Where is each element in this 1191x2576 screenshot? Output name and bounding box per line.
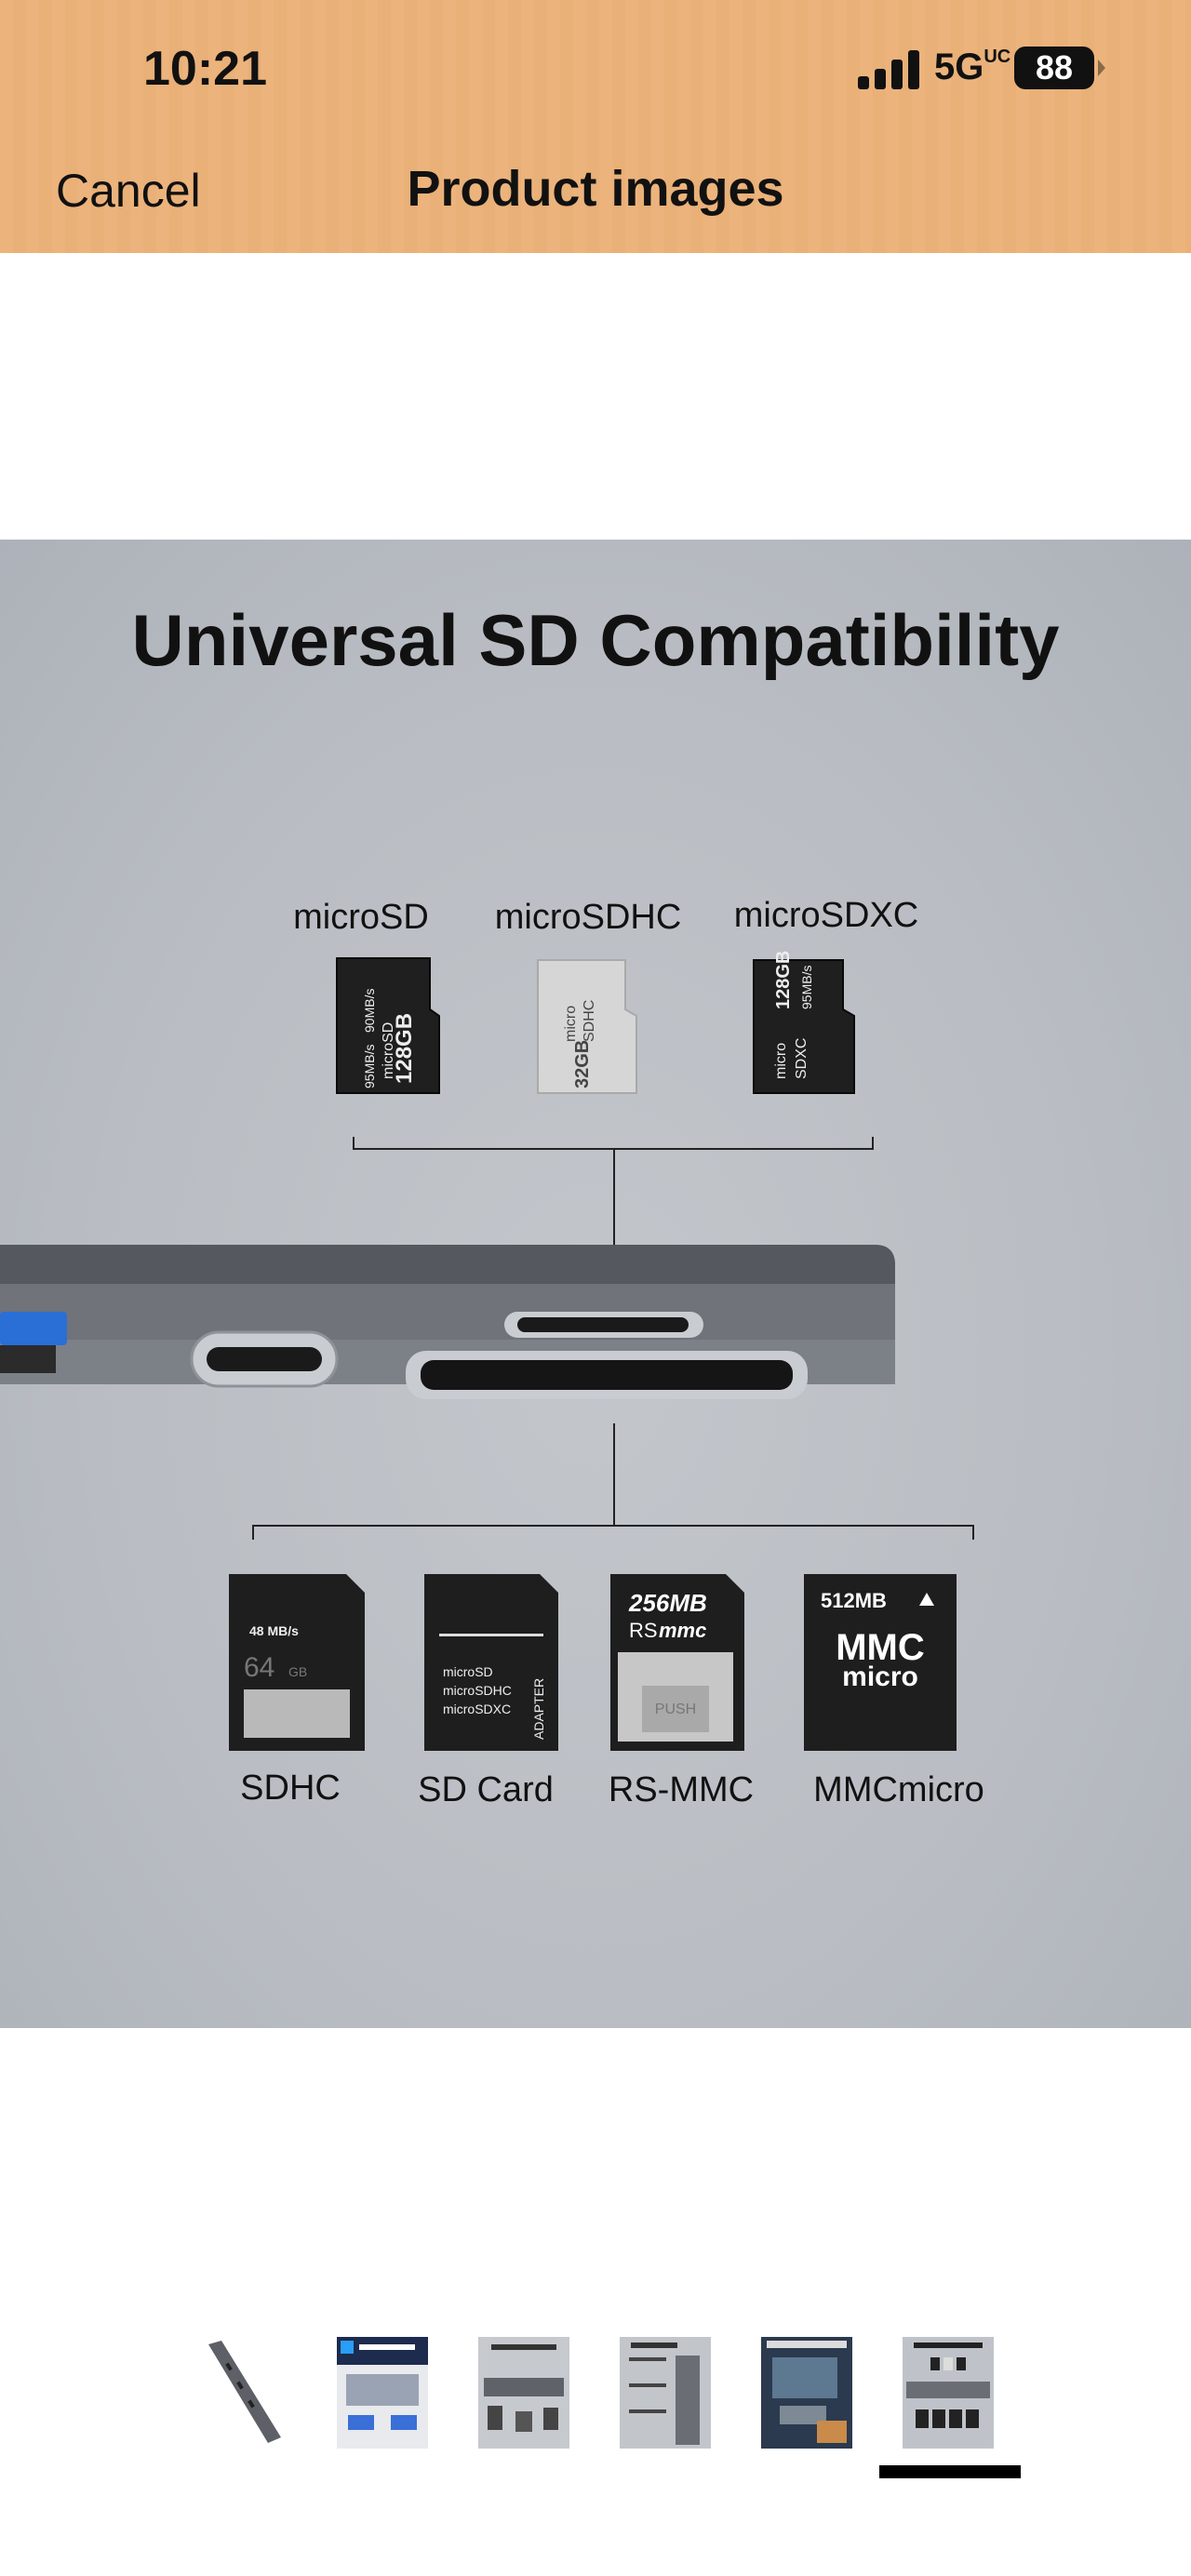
page-title: Product images (407, 161, 784, 217)
top-bar: 10:21 5GUC 88 Cancel Product images (0, 0, 1191, 253)
mmc-micro-text-3: micro (842, 1662, 918, 1692)
sdhc-card: 48 MB/s 64 GB (229, 1574, 365, 1751)
product-image[interactable]: Universal SD Compatibility microSD micro… (0, 540, 1191, 2028)
sdhc-card-text-1: 48 MB/s (249, 1623, 299, 1638)
rs-mmc-text-3: mmc (659, 1619, 706, 1642)
microsdhc-card-text-2: SDHC (582, 1000, 597, 1042)
sd-label-2: SD Card (418, 1770, 554, 1809)
micro-label-3: microSDXC (734, 896, 918, 935)
microsd-card: 95MB/s 90MB/s 128GB microSD (336, 957, 440, 1094)
sd-adapter-text-2: microSDHC (443, 1683, 512, 1698)
microsdxc-card-text-4: SDXC (794, 1038, 810, 1079)
mmc-micro-text-2: MMC (836, 1627, 925, 1668)
usb-a-port (0, 1312, 67, 1345)
microsdxc-card-text-1: 128GB (773, 951, 794, 1009)
image-heading: Universal SD Compatibility (132, 599, 1060, 681)
thumbnail-4[interactable] (620, 2337, 711, 2449)
battery-icon: 88 (1014, 47, 1094, 89)
microsdxc-card: 128GB 95MB/s micro SDXC (753, 951, 855, 1094)
usb-hub-device (0, 1245, 895, 1399)
microsdhc-card-text-3: 32GB (572, 1040, 593, 1088)
sd-label-3: RS-MMC (609, 1770, 754, 1809)
sdhc-card-text-3: GB (288, 1664, 307, 1679)
sd-adapter-text-4: ADAPTER (531, 1678, 546, 1740)
microsd-card-text-3: 128GB (392, 1013, 417, 1084)
rs-mmc-text-2: RS (629, 1619, 658, 1642)
signal-icon (858, 50, 919, 89)
battery-tip (1098, 60, 1105, 76)
micro-label-2: microSDHC (495, 898, 682, 937)
thumbnail-5[interactable] (761, 2337, 852, 2449)
microsdhc-card: micro SDHC 32GB (537, 959, 637, 1094)
microsdhc-card-text-1: micro (563, 1006, 579, 1042)
cancel-button[interactable]: Cancel (56, 165, 201, 217)
sd-label-1: SDHC (240, 1768, 341, 1808)
sd-adapter-card: microSD microSDHC microSDXC ADAPTER (424, 1574, 558, 1751)
thumbnail-1[interactable] (201, 2337, 292, 2449)
mmc-micro-text-1: 512MB (821, 1589, 887, 1612)
thumbnail-strip (0, 2337, 1191, 2449)
sdhc-card-text-2: 64 (244, 1652, 274, 1683)
product-image-illustration: Universal SD Compatibility microSD micro… (0, 599, 1060, 1809)
network-indicator: 5GUC (934, 47, 1010, 88)
microsdxc-card-text-2: 95MB/s (799, 966, 814, 1009)
micro-label-1: microSD (293, 898, 429, 937)
thumbnail-2[interactable] (337, 2337, 428, 2449)
selected-thumbnail-indicator (879, 2465, 1021, 2478)
microsd-card-text-4: microSD (381, 1022, 396, 1079)
rs-mmc-card: 256MB RS mmc PUSH (610, 1574, 744, 1751)
network-sup: UC (984, 47, 1011, 67)
sd-label-4: MMCmicro (813, 1770, 984, 1809)
microsdxc-card-text-3: micro (773, 1043, 789, 1079)
sd-bracket-lines (252, 1423, 974, 1540)
rs-mmc-text-4: PUSH (655, 1702, 696, 1717)
thumbnail-6[interactable] (903, 2337, 994, 2449)
microsd-card-text-1: 95MB/s (362, 1045, 377, 1088)
rs-mmc-text-1: 256MB (628, 1589, 707, 1617)
network-label: 5G (934, 47, 984, 87)
sd-adapter-text-1: microSD (443, 1664, 493, 1679)
thumbnail-3[interactable] (478, 2337, 569, 2449)
status-time: 10:21 (143, 42, 267, 96)
mmc-micro-card: 512MB MMC micro (804, 1574, 957, 1751)
sd-adapter-text-3: microSDXC (443, 1702, 511, 1716)
microsd-card-text-2: 90MB/s (362, 989, 377, 1033)
